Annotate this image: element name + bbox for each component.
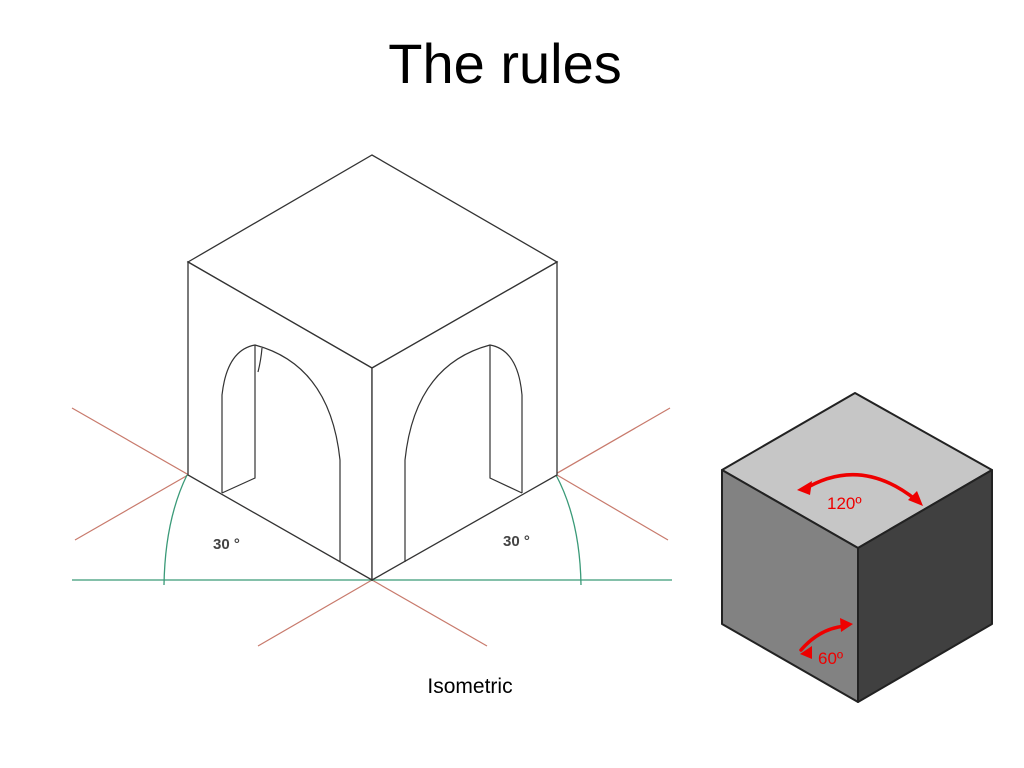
construction-line-right-lower xyxy=(556,474,669,541)
diagram-caption: Isometric xyxy=(427,675,513,698)
shaded-cube xyxy=(721,392,993,703)
angle-label-120: 120º xyxy=(827,494,862,513)
left-arch-inner-edge xyxy=(221,345,256,494)
right-arch-inner-edge xyxy=(489,345,523,494)
angle-label-right: 30 ° xyxy=(503,533,530,550)
arrow-120-head-left-icon xyxy=(797,481,812,495)
right-arch-outer xyxy=(404,344,523,562)
shaded-cube-right-face xyxy=(857,469,993,703)
slide-title: The rules xyxy=(388,32,622,95)
construction-line-bottom-left xyxy=(257,579,373,647)
angle-arc-left xyxy=(163,474,188,586)
arrow-120-head-right-icon xyxy=(908,491,923,506)
cube-right-face xyxy=(371,260,558,582)
construction-line-bottom-right xyxy=(371,579,488,647)
arched-cube xyxy=(186,154,559,582)
left-arch-outer xyxy=(221,344,341,562)
right-arch xyxy=(404,344,523,562)
arrow-heads xyxy=(797,481,923,659)
angle-arc-right xyxy=(555,474,582,586)
arrow-60-head-top-icon xyxy=(840,618,853,632)
angle-label-left: 30 ° xyxy=(213,536,240,553)
left-arch-inner-curve xyxy=(257,347,263,373)
arrow-120-arc xyxy=(801,472,918,502)
arrow-60-head-bottom-icon xyxy=(800,646,812,659)
angle-label-60: 60º xyxy=(818,649,843,668)
construction-line-left-lower xyxy=(74,474,189,541)
left-arch xyxy=(221,344,341,562)
